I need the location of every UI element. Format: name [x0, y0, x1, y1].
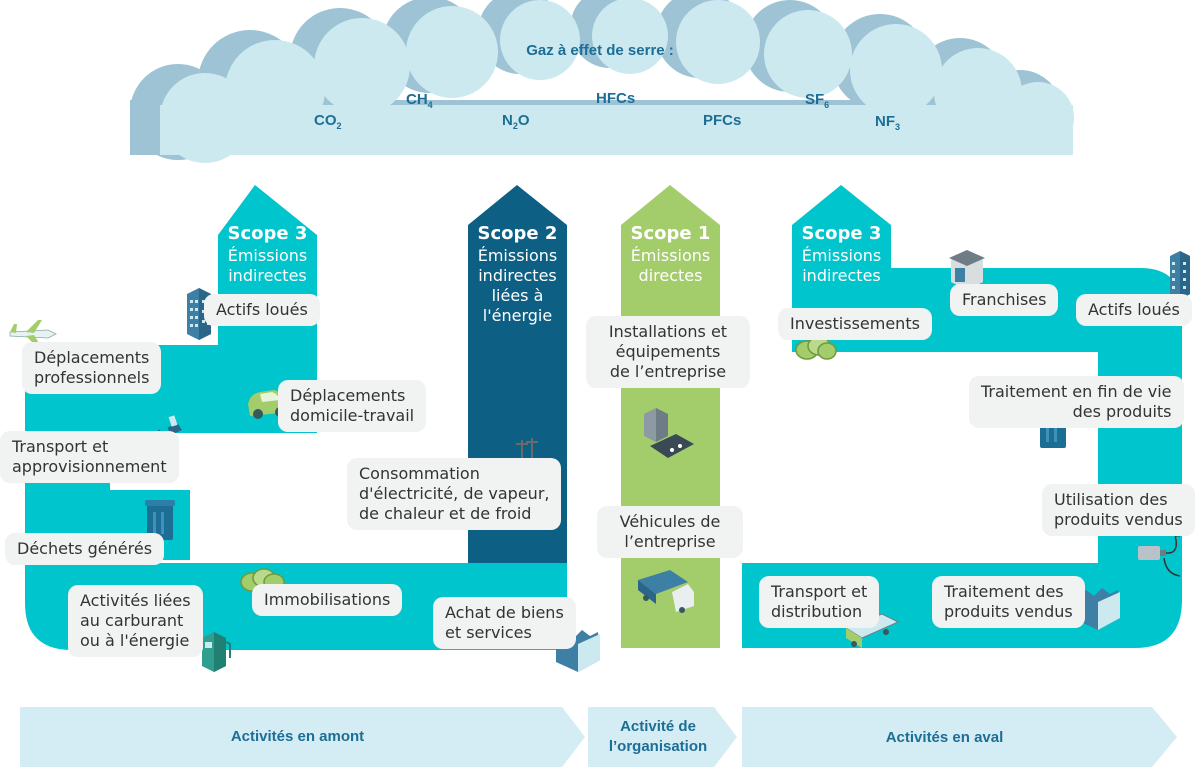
building-icon	[1170, 251, 1190, 300]
machine-icon	[644, 408, 694, 458]
scope-title: Scope 2	[477, 223, 558, 244]
factory-icon	[1076, 588, 1120, 630]
fuel-pump-icon	[202, 632, 231, 672]
label-investissements: Investissements	[778, 308, 932, 340]
label-actifs-loues-upstream: Actifs loués	[204, 294, 320, 326]
cloud	[130, 0, 1074, 163]
gas-n2o: N2O	[502, 112, 530, 131]
label-deplacements-professionnels: Déplacements professionnels	[22, 342, 162, 394]
label-activites-carburant-energie: Activités liées au carburant ou à l'éner…	[68, 585, 203, 657]
truck-icon	[638, 570, 694, 613]
gases-title: Gaz à effet de serre :	[526, 42, 674, 59]
label-utilisation-produits-vendus: Utilisation des produits vendus	[1042, 484, 1195, 536]
gas-co2: CO2	[314, 112, 342, 131]
band-aval: Activités en aval	[885, 729, 1004, 746]
band-amont: Activités en amont	[230, 728, 365, 745]
bin-icon	[145, 500, 175, 540]
label-franchises: Franchises	[950, 284, 1059, 316]
gas-sf6: SF6	[805, 91, 830, 110]
label-actifs-loues-downstream: Actifs loués	[1076, 294, 1192, 326]
label-installations-equipements: Installations et équipements de l’entrep…	[586, 316, 750, 388]
label-consommation-energie: Consommation d'électricité, de vapeur, d…	[347, 458, 562, 530]
scope-title: Scope 1	[630, 223, 711, 244]
gas-ch4: CH4	[406, 91, 433, 110]
scope2-title: Scope 2 Émissions indirectes liées à l'é…	[468, 222, 567, 326]
scope1-title: Scope 1 Émissions directes	[621, 222, 720, 286]
scope3-upstream-title: Scope 3 Émissions indirectes	[218, 222, 317, 286]
label-immobilisations: Immobilisations	[252, 584, 403, 616]
label-achat-biens-services: Achat de biens et services	[433, 597, 576, 649]
gas-nf3: NF3	[875, 113, 901, 132]
shop-icon	[949, 250, 985, 290]
gas-pfcs: PFCs	[703, 112, 742, 129]
band-organisation: Activité de l’organisation	[608, 718, 708, 755]
coins-icon	[795, 336, 837, 360]
activity-bands	[20, 707, 1177, 767]
label-transport-distribution: Transport et distribution	[759, 576, 880, 628]
scope-title: Scope 3	[227, 223, 308, 244]
label-transport-approvisionnement: Transport et approvisionnement	[0, 431, 179, 483]
label-deplacements-domicile-travail: Déplacements domicile-travail	[278, 380, 427, 432]
label-traitement-produits-vendus: Traitement des produits vendus	[932, 576, 1085, 628]
label-vehicules-entreprise: Véhicules de l’entreprise	[597, 506, 743, 558]
scope-title: Scope 3	[801, 223, 882, 244]
label-dechets-generes: Déchets générés	[5, 533, 165, 565]
gas-hfcs: HFCs	[596, 90, 636, 107]
label-traitement-fin-de-vie: Traitement en fin de vie des produits	[969, 376, 1184, 428]
scope3-downstream-title: Scope 3 Émissions indirectes	[792, 222, 891, 286]
